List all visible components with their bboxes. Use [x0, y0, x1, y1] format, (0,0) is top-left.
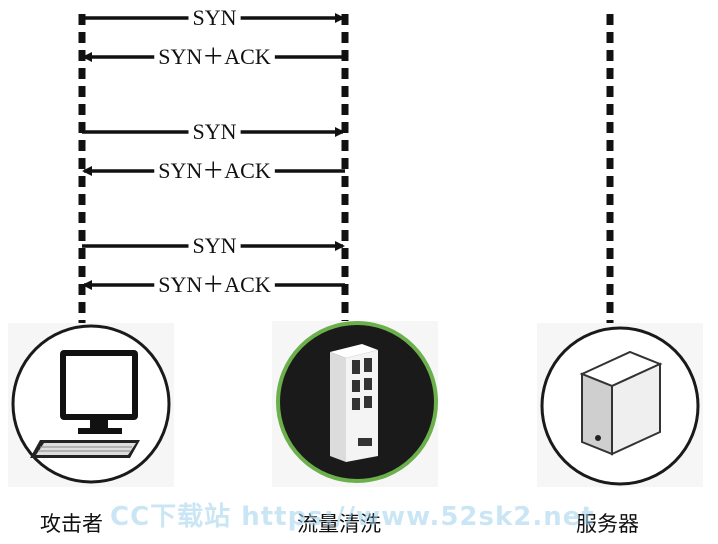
- watermark-text: CC下载站 https://www.52sk2.net: [110, 502, 595, 532]
- message-label: SYN＋ACK: [158, 44, 271, 69]
- scrubber-label: 流量清洗: [297, 512, 381, 536]
- message-label: SYN: [192, 5, 236, 30]
- message-label: SYN: [192, 233, 236, 258]
- message-label: SYN＋ACK: [158, 272, 271, 297]
- scrubber-node: [272, 321, 438, 487]
- server-label: 服务器: [576, 512, 639, 536]
- server-icon: [579, 350, 663, 456]
- message-label: SYN＋ACK: [158, 158, 271, 183]
- computer-icon: [30, 350, 140, 458]
- message-label-background: [188, 233, 241, 258]
- attacker-label: 攻击者: [40, 512, 103, 536]
- message-arrows: SYN SYN＋ACK SYN SYN＋ACK SYN SYN＋ACK: [82, 5, 345, 297]
- attacker-node: [8, 323, 174, 487]
- message-label-background: [154, 272, 275, 297]
- message-label-background: [188, 5, 241, 30]
- message-label: SYN: [192, 119, 236, 144]
- message-label-background: [154, 158, 275, 183]
- message-label-background: [154, 44, 275, 69]
- server-node: [537, 323, 703, 487]
- network-appliance-icon: [330, 344, 378, 462]
- message-label-background: [188, 119, 241, 144]
